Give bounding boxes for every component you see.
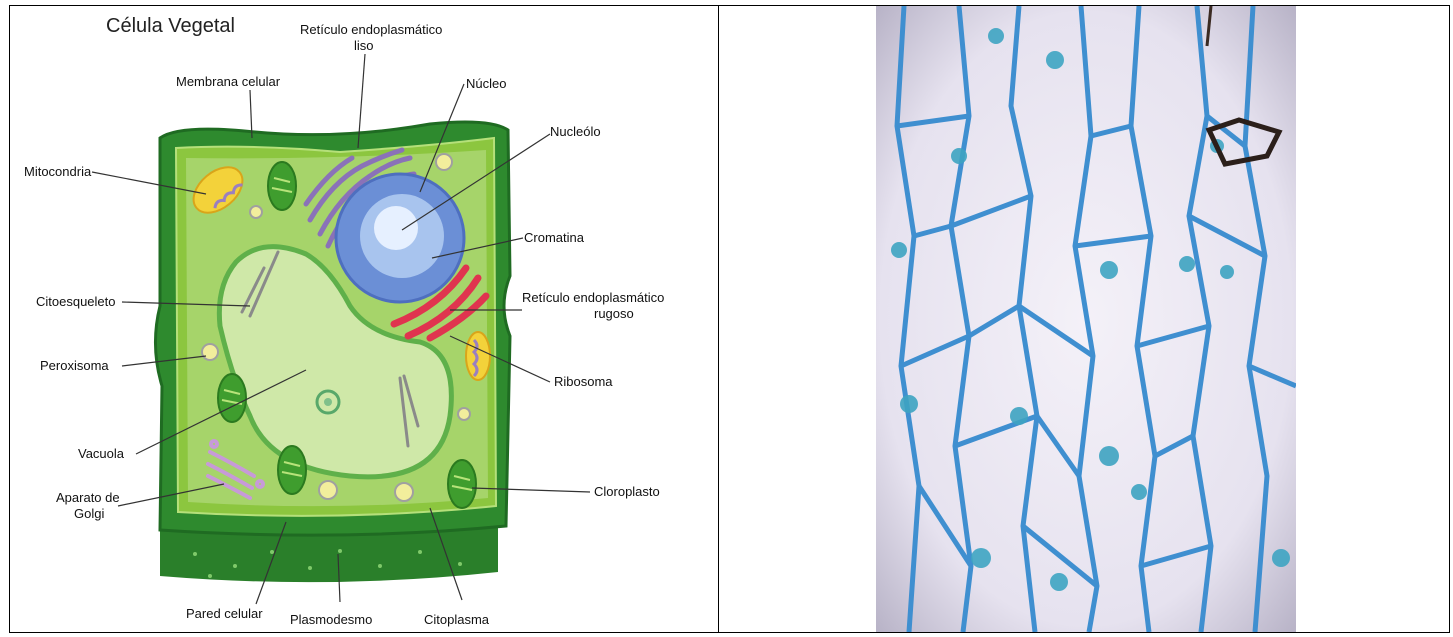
diagram-title: Célula Vegetal bbox=[106, 15, 235, 37]
label-vacuola: Vacuola bbox=[78, 446, 125, 461]
label-peroxisoma: Peroxisoma bbox=[40, 358, 109, 373]
label-cromatina: Cromatina bbox=[524, 230, 585, 245]
label-nucleo: Núcleo bbox=[466, 76, 506, 91]
label-plasmodesmo: Plasmodesmo bbox=[290, 612, 372, 627]
micrograph-cell bbox=[719, 6, 1449, 632]
plant-cell-diagram: Célula Vegetal bbox=[10, 6, 718, 632]
label-golgi-2: Golgi bbox=[74, 506, 104, 521]
onion-cell-micrograph bbox=[719, 6, 1449, 632]
nucleolus bbox=[374, 206, 418, 250]
vacuole-inclusion-core bbox=[324, 398, 332, 406]
label-mitocondria: Mitocondria bbox=[24, 164, 92, 179]
label-citoplasma: Citoplasma bbox=[424, 612, 490, 627]
label-reticulo-rugoso-2: rugoso bbox=[594, 306, 634, 321]
label-ribosoma: Ribosoma bbox=[554, 374, 613, 389]
label-reticulo-liso-2: liso bbox=[354, 38, 374, 53]
label-golgi: Aparato de bbox=[56, 490, 120, 505]
label-reticulo-rugoso: Retículo endoplasmático bbox=[522, 290, 664, 305]
label-nucleolo: Nucleólo bbox=[550, 124, 601, 139]
label-reticulo-liso: Retículo endoplasmático bbox=[300, 22, 442, 37]
plant-cell-diagram-cell: Célula Vegetal bbox=[10, 6, 718, 632]
label-cloroplasto: Cloroplasto bbox=[594, 484, 660, 499]
label-citoesqueleto: Citoesqueleto bbox=[36, 294, 116, 309]
label-membrana: Membrana celular bbox=[176, 74, 281, 89]
label-pared: Pared celular bbox=[186, 606, 263, 621]
